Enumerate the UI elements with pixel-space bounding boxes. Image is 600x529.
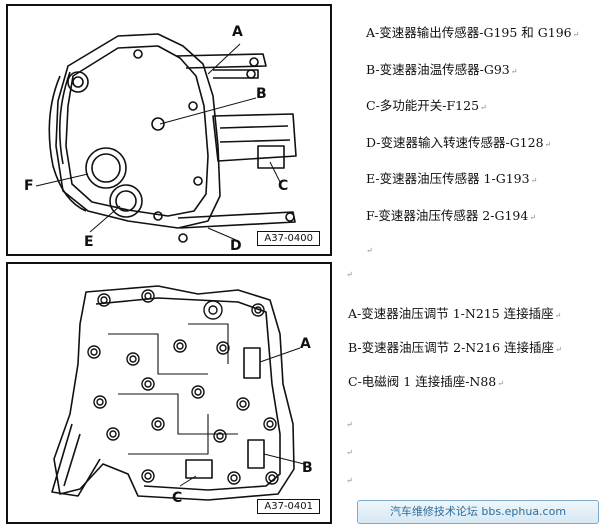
legend-item-text: C-多功能开关-F125 [366, 98, 480, 113]
legend-bottom: A-变速器油压调节 1-N215 连接插座↵ B-变速器油压调节 2-N216 … [348, 303, 562, 405]
legend-item-text: A-变速器油压调节 1-N215 连接插座 [348, 306, 554, 321]
return-mark: ↵ [346, 270, 353, 279]
return-mark: ↵ [544, 139, 552, 149]
return-mark: ↵ [510, 66, 518, 76]
return-mark: ↵ [366, 246, 373, 255]
legend-item-text: C-电磁阀 1 连接插座-N88 [348, 374, 497, 389]
callout-c: C [172, 490, 183, 506]
legend-item-text: F-变速器油压传感器 2-G194 [366, 207, 529, 223]
legend-item-text: D-变速器输入转速传感器-G128 [366, 134, 544, 150]
callout-f: F [24, 178, 34, 194]
legend-item: A-变速器输出传感器-G195 和 G196↵ [366, 22, 579, 59]
return-mark: ↵ [480, 103, 487, 112]
return-mark: ↵ [555, 345, 562, 354]
legend-item: C-多功能开关-F125↵ [366, 95, 579, 132]
return-mark: ↵ [346, 476, 353, 485]
legend-item-text: B-变速器油温传感器-G93 [366, 61, 510, 77]
callout-b: B [256, 86, 267, 102]
return-mark: ↵ [572, 30, 580, 39]
return-mark: ↵ [529, 212, 537, 222]
forum-watermark: 汽车维修技术论坛 bbs.ephua.com [357, 500, 599, 524]
legend-top: A-变速器输出传感器-G195 和 G196↵ B-变速器油温传感器-G93↵ … [366, 22, 579, 241]
callout-a: A [300, 336, 311, 352]
legend-item-text: A-变速器输出传感器-G195 和 G196 [366, 25, 572, 40]
figure-id-label: A37-0401 [257, 499, 320, 514]
legend-item: F-变速器油压传感器 2-G194↵ [366, 205, 579, 242]
valve-body-drawing [51, 285, 305, 501]
callout-b: B [302, 460, 313, 476]
callout-d: D [230, 238, 242, 254]
callout-c: C [278, 178, 289, 194]
legend-item: D-变速器输入转速传感器-G128↵ [366, 132, 579, 169]
callout-a: A [232, 24, 243, 40]
legend-item: B-变速器油温传感器-G93↵ [366, 59, 579, 96]
legend-item: A-变速器油压调节 1-N215 连接插座↵ [348, 303, 562, 337]
legend-item: B-变速器油压调节 2-N216 连接插座↵ [348, 337, 562, 371]
figure-panel-bottom: A B C A37-0401 [6, 262, 332, 524]
return-mark: ↵ [530, 176, 538, 185]
legend-item-text: B-变速器油压调节 2-N216 连接插座 [348, 340, 555, 355]
legend-item: C-电磁阀 1 连接插座-N88↵ [348, 371, 562, 405]
return-mark: ↵ [346, 448, 353, 457]
return-mark: ↵ [554, 311, 562, 320]
figure-id-label: A37-0400 [257, 231, 320, 246]
callout-e: E [84, 234, 94, 250]
legend-item: E-变速器油压传感器 1-G193↵ [366, 168, 579, 205]
return-mark: ↵ [497, 379, 504, 388]
figure-panel-top: A B C D E F A37-0400 [6, 4, 332, 256]
return-mark: ↵ [346, 420, 353, 429]
sensor-module-drawing [35, 33, 297, 243]
legend-item-text: E-变速器油压传感器 1-G193 [366, 171, 530, 186]
